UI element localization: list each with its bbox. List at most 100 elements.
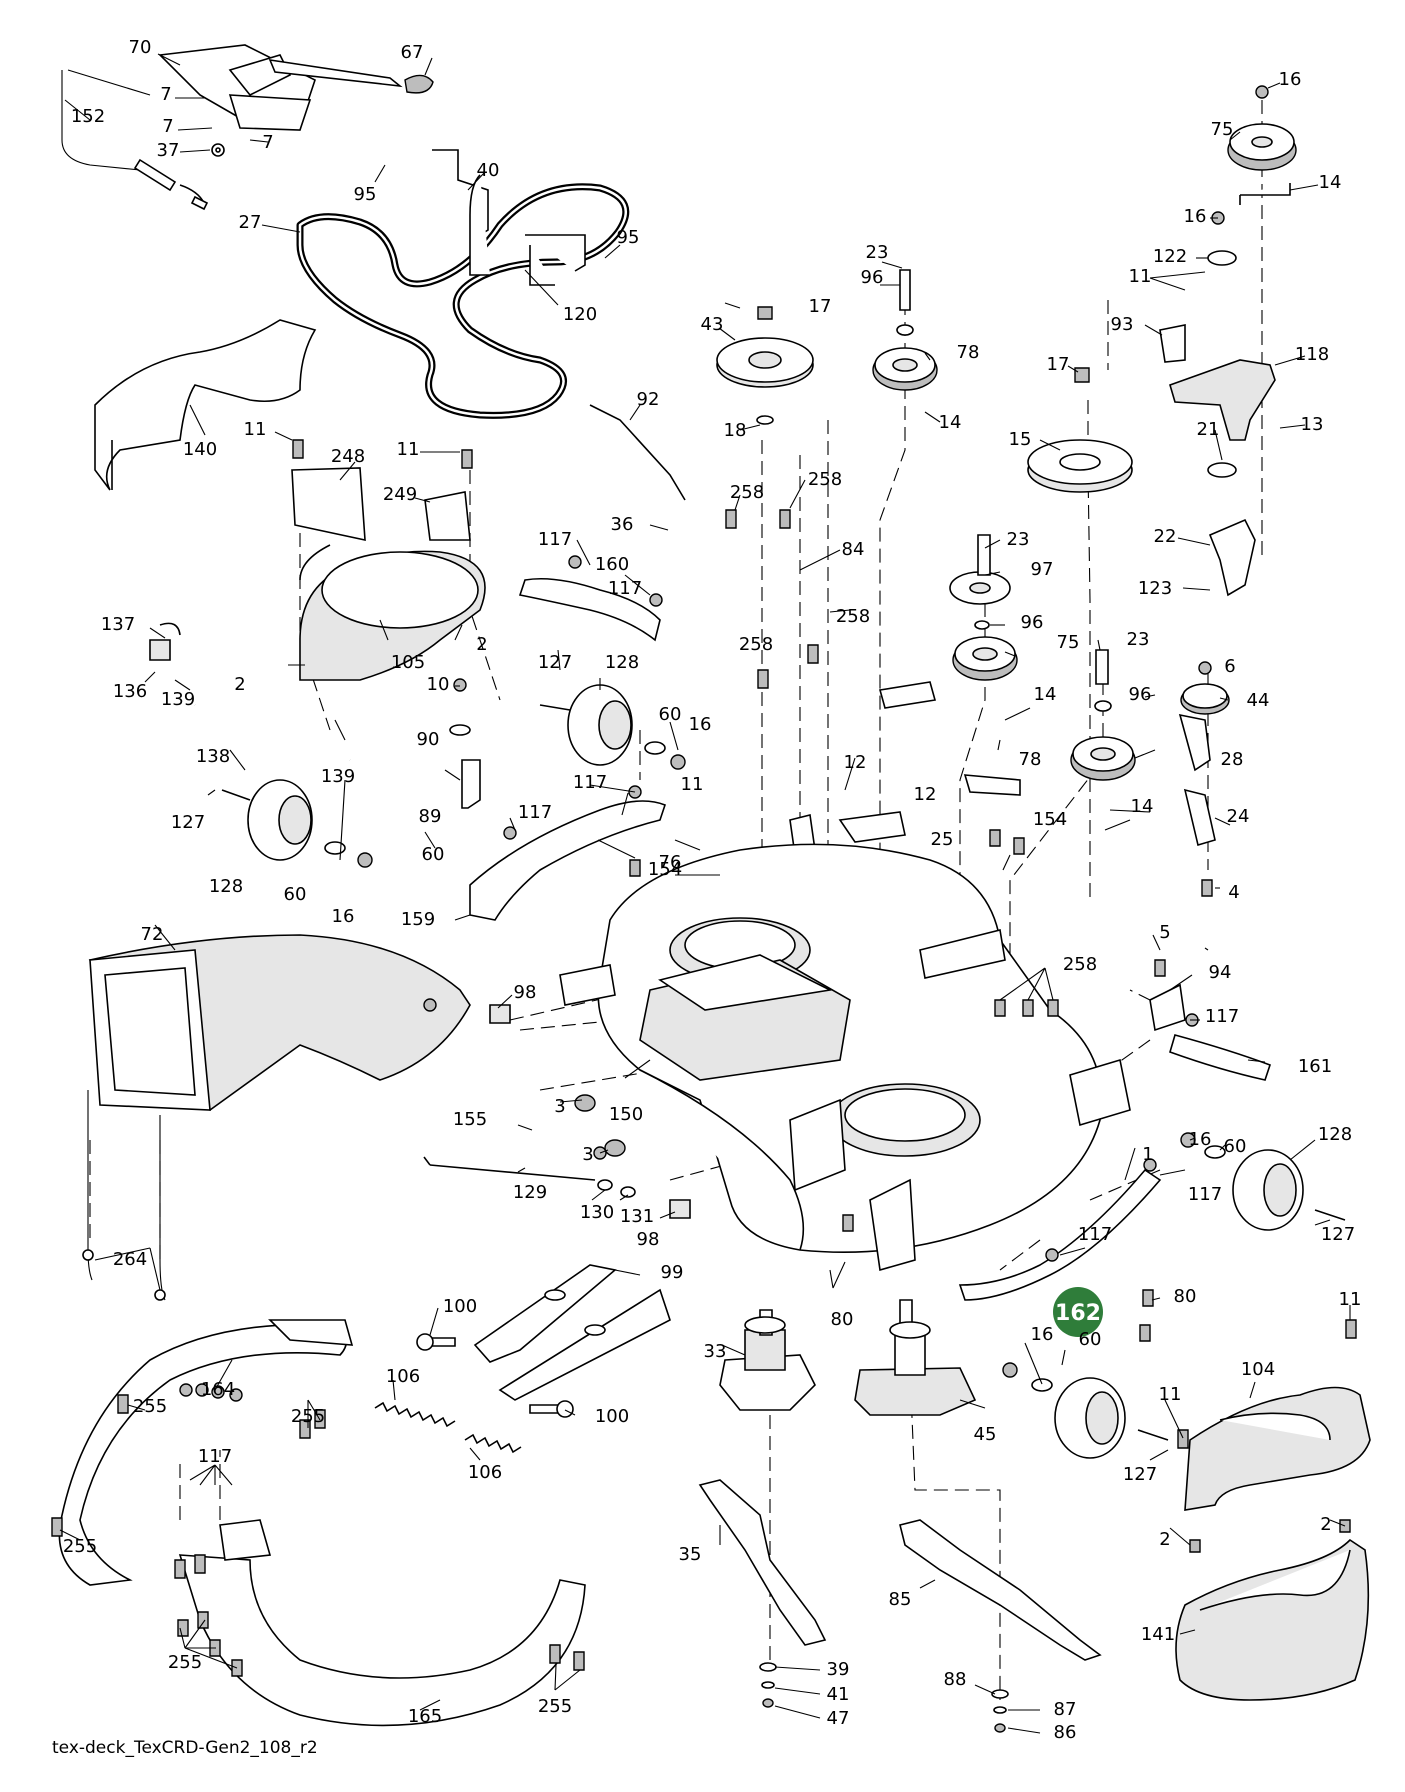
idler-brackets [789, 183, 1291, 856]
callout-249: 249 [383, 484, 417, 505]
callout-18: 18 [724, 420, 747, 441]
bracket-89 [449, 678, 481, 809]
callout-159: 159 [401, 909, 435, 930]
blade-hardware [759, 1662, 1009, 1733]
callout-122: 122 [1153, 246, 1187, 267]
callout-92: 92 [637, 389, 660, 410]
callout-98: 98 [514, 982, 537, 1003]
callout-165: 165 [408, 1706, 442, 1727]
callout-95: 95 [354, 184, 377, 205]
callout-154: 154 [1033, 809, 1067, 830]
spindle-33 [719, 1309, 816, 1411]
callout-258: 258 [1063, 954, 1097, 975]
callout-21: 21 [1197, 419, 1220, 440]
callout-5: 5 [1159, 922, 1170, 943]
callout-89: 89 [419, 806, 442, 827]
callout-99: 99 [661, 1262, 684, 1283]
callout-100: 100 [443, 1296, 477, 1317]
callout-60: 60 [1079, 1329, 1102, 1350]
callout-255: 255 [538, 1696, 572, 1717]
callout-85: 85 [889, 1589, 912, 1610]
callout-75: 75 [1211, 119, 1234, 140]
callout-136: 136 [113, 681, 147, 702]
callout-161: 161 [1298, 1056, 1332, 1077]
callout-11: 11 [1129, 266, 1152, 287]
callout-11: 11 [681, 774, 704, 795]
stiffener-160 [518, 577, 661, 642]
callout-23: 23 [866, 242, 889, 263]
callout-17: 17 [1047, 354, 1070, 375]
wash-hose-138 [149, 622, 352, 763]
callout-11: 11 [1339, 1289, 1362, 1310]
callout-255: 255 [133, 1396, 167, 1417]
callout-23: 23 [1007, 529, 1030, 550]
callout-37: 37 [157, 140, 180, 161]
callout-117: 117 [608, 578, 642, 599]
callout-96: 96 [1129, 684, 1152, 705]
highlight-label: 162 [1055, 1301, 1101, 1326]
callout-104: 104 [1241, 1359, 1275, 1380]
callout-87: 87 [1054, 1699, 1077, 1720]
callout-258: 258 [730, 482, 764, 503]
callout-15: 15 [1009, 429, 1032, 450]
callout-11: 11 [397, 439, 420, 460]
callout-96: 96 [861, 267, 884, 288]
callout-123: 123 [1138, 578, 1172, 599]
callout-131: 131 [620, 1206, 654, 1227]
callout-28: 28 [1221, 749, 1244, 770]
callout-130: 130 [580, 1202, 614, 1223]
callout-70: 70 [129, 37, 152, 58]
callout-2: 2 [476, 634, 487, 655]
diagram-caption: tex-deck_TexCRD-Gen2_108_r2 [52, 1738, 318, 1758]
callout-16: 16 [332, 906, 355, 927]
gauge-wheels [221, 684, 1346, 1459]
baffles [958, 1034, 1272, 1301]
blade-85 [899, 1519, 1102, 1661]
callout-128: 128 [209, 876, 243, 897]
mower-deck-1 [559, 843, 1131, 1272]
callout-14: 14 [1131, 796, 1154, 817]
callout-16: 16 [1184, 206, 1207, 227]
springs-106 [374, 1401, 522, 1454]
callout-78: 78 [1019, 749, 1042, 770]
callout-105: 105 [391, 652, 425, 673]
callout-129: 129 [513, 1182, 547, 1203]
discharge-chute-72 [88, 934, 471, 1111]
callout-137: 137 [101, 614, 135, 635]
callout-36: 36 [611, 514, 634, 535]
callout-248: 248 [331, 446, 365, 467]
callout-258: 258 [808, 469, 842, 490]
callout-13: 13 [1301, 414, 1324, 435]
callout-7: 7 [262, 132, 273, 153]
callout-127: 127 [1321, 1224, 1355, 1245]
spindle-cover-141 [1175, 1538, 1370, 1701]
callout-120: 120 [563, 304, 597, 325]
chute-cables-264 [82, 1090, 166, 1301]
callout-75: 75 [1057, 632, 1080, 653]
callout-127: 127 [538, 652, 572, 673]
callout-117: 117 [1205, 1006, 1239, 1027]
callout-39: 39 [827, 1659, 850, 1680]
callout-2: 2 [234, 674, 245, 695]
callout-16: 16 [1279, 69, 1302, 90]
callout-7: 7 [162, 116, 173, 137]
callout-100: 100 [595, 1406, 629, 1427]
callout-138: 138 [196, 746, 230, 767]
callout-117: 117 [518, 802, 552, 823]
callout-255: 255 [291, 1406, 325, 1427]
rod-129 [423, 1004, 691, 1219]
highlight-marker-162[interactable]: 162 [1053, 1287, 1103, 1337]
callout-96: 96 [1021, 612, 1044, 633]
callout-128: 128 [1318, 1124, 1352, 1145]
brackets-248-249 [291, 467, 471, 542]
callout-258: 258 [836, 606, 870, 627]
callout-94: 94 [1209, 962, 1232, 983]
callout-152: 152 [71, 106, 105, 127]
callout-7: 7 [160, 84, 171, 105]
belt-cover-105 [299, 544, 486, 681]
control-cable-assembly [61, 44, 434, 211]
callout-1: 1 [1142, 1144, 1153, 1165]
rod-92 [589, 404, 686, 501]
callout-72: 72 [141, 924, 164, 945]
